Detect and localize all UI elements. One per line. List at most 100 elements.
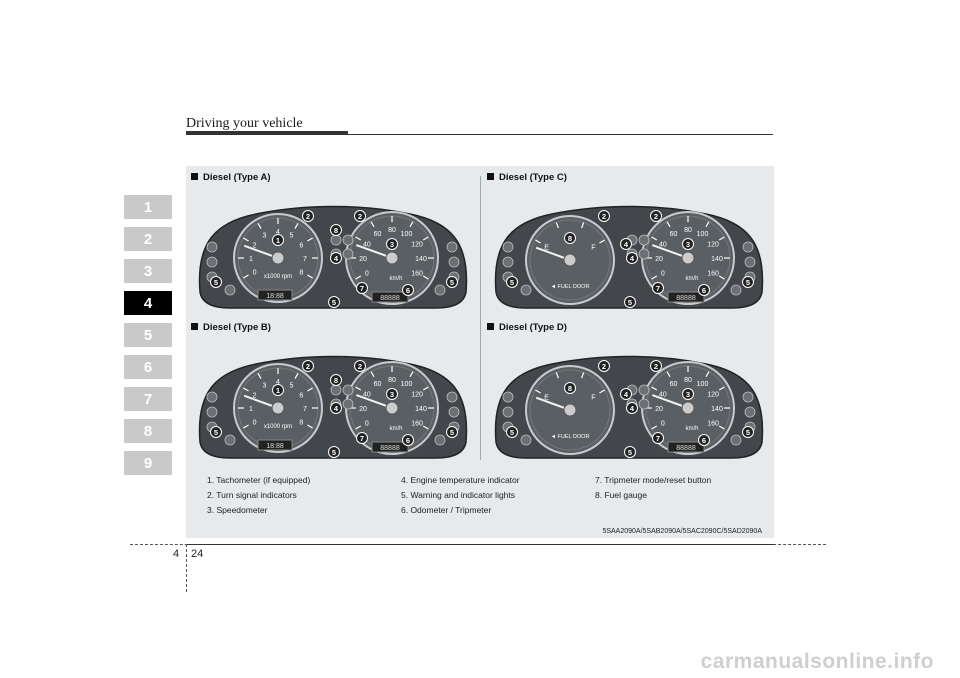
- gauge-tick-label: 160: [707, 271, 719, 278]
- gauge-tick: [355, 236, 362, 241]
- callout-badge: [742, 426, 754, 438]
- gauge-tick-label: 20: [359, 256, 367, 263]
- gauge-tick: [243, 387, 249, 392]
- warning-light-icon: [206, 241, 218, 253]
- callout-number: 6: [406, 436, 410, 445]
- odometer-display: [371, 441, 409, 453]
- callout-badge: [356, 432, 368, 444]
- gauge-tick: [257, 373, 262, 379]
- gauge-tick-label: 80: [684, 377, 692, 384]
- odometer-text: 88888: [676, 445, 696, 452]
- gauge-tick-label: 40: [659, 242, 667, 249]
- callout-number: 7: [656, 434, 660, 443]
- callout-number: 4: [334, 404, 339, 413]
- gauge-tick-label: 2: [253, 243, 257, 250]
- gauge-hub: [271, 401, 285, 415]
- gauge-tick-label: 7: [303, 256, 307, 263]
- gauge-hub: [385, 251, 399, 265]
- gauge-tick: [409, 371, 414, 378]
- callout-badge: [330, 374, 342, 386]
- gauge-tick-label: 4: [276, 229, 280, 236]
- callout-number: 5: [746, 428, 750, 437]
- callout-number: 3: [686, 390, 690, 399]
- legend-item: 5. Warning and indicator lights: [401, 490, 516, 500]
- section-label-type-d: Diesel (Type D): [487, 322, 567, 333]
- callout-badge: [598, 210, 610, 222]
- callout-number: 2: [306, 212, 310, 221]
- legend-item: 1. Tachometer (if equipped): [207, 475, 311, 485]
- gauge-tick-label: 0: [661, 271, 665, 278]
- callout-number: 6: [406, 286, 410, 295]
- warning-light-icon: [744, 256, 756, 268]
- callout-number: 4: [334, 254, 339, 263]
- callout-number: 5: [746, 278, 750, 287]
- chapter-tab-8[interactable]: 8: [124, 419, 172, 443]
- callout-badge: [506, 276, 518, 288]
- trip-display: [257, 439, 293, 451]
- warning-light-icon: [342, 248, 354, 260]
- callout-number: 3: [686, 240, 690, 249]
- callout-number: 4: [630, 254, 635, 263]
- gauge-tick-label: E: [544, 395, 549, 402]
- warning-light-icon: [224, 284, 236, 296]
- callout-number: 2: [654, 212, 658, 221]
- chapter-tab-6[interactable]: 6: [124, 355, 172, 379]
- gauge-tick: [535, 239, 541, 244]
- bullet-square-icon: [191, 323, 198, 330]
- gauge-tick-label: 160: [411, 271, 423, 278]
- callout-badge: [652, 282, 664, 294]
- gauge-tick: [422, 425, 429, 430]
- trip-display: [257, 289, 293, 301]
- callout-badge: [506, 426, 518, 438]
- warning-light-icon: [446, 241, 458, 253]
- warning-light-icon: [638, 234, 650, 246]
- callout-badge: [624, 446, 636, 458]
- gauge-tick-label: 120: [411, 242, 423, 249]
- gauge-tick-label: 140: [711, 406, 723, 413]
- header-accent-bar: [186, 131, 348, 135]
- gauge-tick: [718, 236, 725, 241]
- gauge-tick: [581, 222, 585, 229]
- gauge-hub: [681, 401, 695, 415]
- section-label-type-c: Diesel (Type C): [487, 172, 567, 183]
- gauge-tick-label: 140: [415, 256, 427, 263]
- callout-number: 8: [334, 376, 338, 385]
- chapter-tab-5[interactable]: 5: [124, 323, 172, 347]
- callout-badge: [210, 276, 222, 288]
- gauge-tick-label: 3: [263, 383, 267, 390]
- header-rule: [186, 134, 773, 135]
- callout-number: 7: [360, 284, 364, 293]
- legend-item: 2. Turn signal indicators: [207, 490, 297, 500]
- gauge-hub: [563, 403, 577, 417]
- chapter-tab-4[interactable]: 4: [124, 291, 172, 315]
- gauge-tick: [651, 236, 658, 241]
- chapter-tab-3[interactable]: 3: [124, 259, 172, 283]
- legend-item: 4. Engine temperature indicator: [401, 475, 520, 485]
- chapter-tab-1[interactable]: 1: [124, 195, 172, 219]
- warning-light-icon: [638, 384, 650, 396]
- gauge-tick: [555, 372, 559, 379]
- callout-badge: [210, 426, 222, 438]
- section-label-text: Diesel (Type A): [203, 172, 271, 183]
- warning-light-icon: [502, 406, 514, 418]
- gauge-tick-label: 100: [697, 231, 709, 238]
- callout-number: 5: [450, 278, 454, 287]
- gauge-tick-label: 60: [374, 381, 382, 388]
- callout-number: 3: [390, 240, 394, 249]
- callout-badge: [620, 238, 632, 250]
- speed-unit-label: km/h: [685, 276, 698, 282]
- gauge-tick: [651, 275, 658, 280]
- chapter-tab-9[interactable]: 9: [124, 451, 172, 475]
- callout-badge: [386, 388, 398, 400]
- callout-number: 5: [214, 278, 218, 287]
- speed-unit-label: km/h: [389, 276, 402, 282]
- callout-number: 4: [630, 404, 635, 413]
- chapter-tab-2[interactable]: 2: [124, 227, 172, 251]
- gauge-tick-label: F: [591, 395, 595, 402]
- gauge-tick-label: 6: [299, 393, 303, 400]
- gauge-tick: [718, 386, 725, 391]
- callout-badge: [272, 384, 284, 396]
- chapter-tab-7[interactable]: 7: [124, 387, 172, 411]
